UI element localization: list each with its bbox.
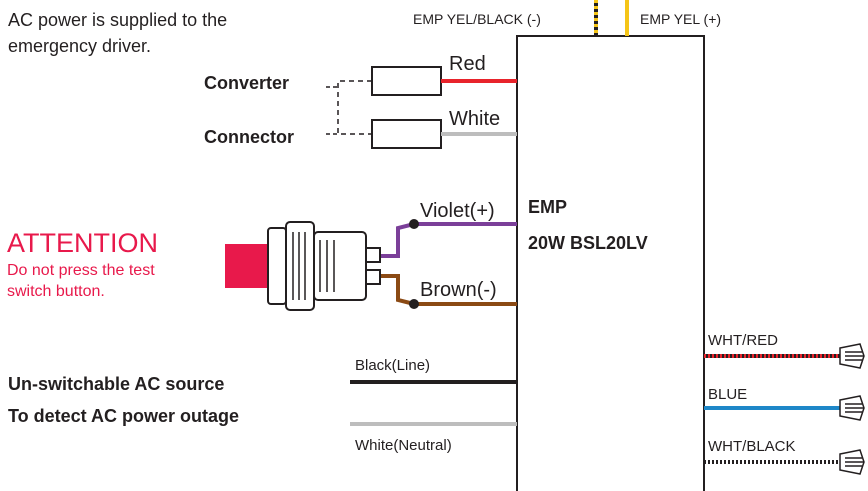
yel-black-label: EMP YEL/BLACK (-) <box>413 11 541 27</box>
converter-dash-bracket <box>337 80 372 135</box>
module-model: 20W BSL20LV <box>528 233 648 253</box>
violet-junction <box>409 219 419 229</box>
converter-box <box>371 66 442 96</box>
attention-title: ATTENTION <box>7 228 158 258</box>
blue-label: BLUE <box>708 386 748 403</box>
wht-red-label: WHT/RED <box>708 332 778 349</box>
module-name: EMP <box>528 197 568 217</box>
test-switch <box>225 221 381 311</box>
note-line-2: emergency driver. <box>8 36 152 56</box>
emp-module-box <box>516 35 705 491</box>
ac-source-line-2: To detect AC power outage <box>8 406 240 426</box>
ac-source-line-1: Un-switchable AC source <box>8 374 225 394</box>
connector-box <box>371 119 442 149</box>
brown-wire <box>380 274 517 306</box>
converter-label: Converter <box>204 73 290 93</box>
wire-nut-icon <box>839 343 865 369</box>
wire-nut-icon <box>839 395 865 421</box>
wire-nut-icon <box>839 449 865 475</box>
black-line-label: Black(Line) <box>355 357 431 374</box>
white-wire-label: White <box>449 108 501 130</box>
yel-label: EMP YEL (+) <box>640 11 722 27</box>
red-wire-label: Red <box>449 53 486 75</box>
attention-line-2: switch button. <box>7 283 105 300</box>
brown-wire-label: Brown(-) <box>420 279 497 301</box>
brown-junction <box>409 299 419 309</box>
attention-line-1: Do not press the test <box>7 262 155 279</box>
wht-black-label: WHT/BLACK <box>708 438 796 455</box>
connector-label: Connector <box>204 127 294 147</box>
note-line-1: AC power is supplied to the <box>8 10 228 30</box>
white-neutral-label: White(Neutral) <box>355 437 452 454</box>
violet-wire-label: Violet(+) <box>420 200 495 222</box>
violet-wire <box>380 222 517 258</box>
